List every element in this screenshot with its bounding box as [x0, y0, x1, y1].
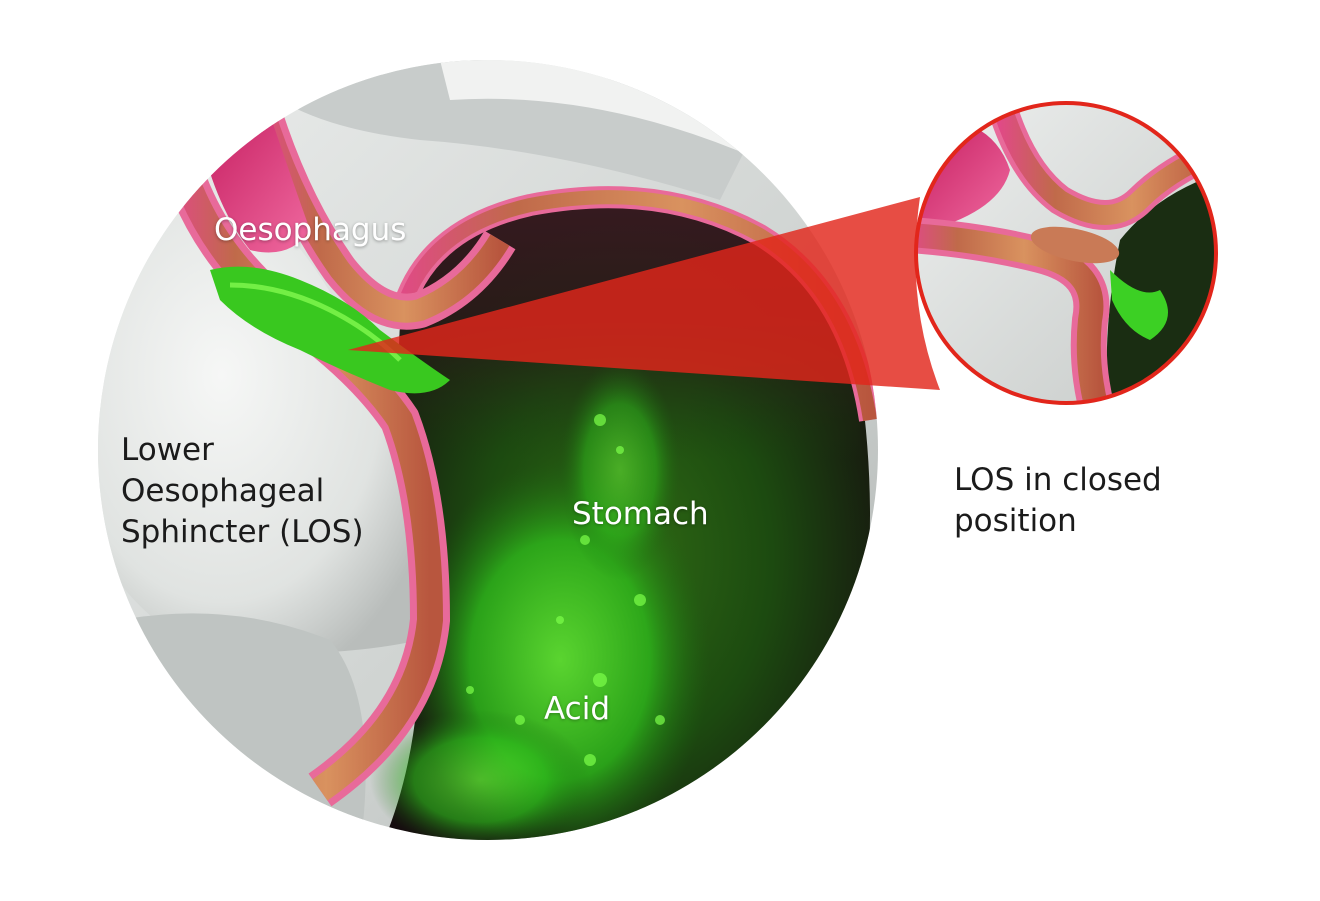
- oesophagus-label: Oesophagus: [214, 212, 407, 248]
- callout-cone: [348, 197, 940, 390]
- acid-label: Acid: [544, 691, 610, 727]
- los-label: Lower Oesophageal Sphincter (LOS): [121, 430, 364, 553]
- los-label-line-2: Oesophageal: [121, 473, 325, 509]
- los-label-line-1: Lower: [121, 432, 214, 468]
- inset-caption-line-1: LOS in closed: [954, 462, 1162, 498]
- inset-caption: LOS in closed position: [954, 460, 1162, 542]
- stomach-label: Stomach: [572, 496, 709, 532]
- los-label-line-3: Sphincter (LOS): [121, 514, 364, 550]
- inset-caption-line-2: position: [954, 503, 1077, 539]
- inset-circle: [914, 101, 1218, 405]
